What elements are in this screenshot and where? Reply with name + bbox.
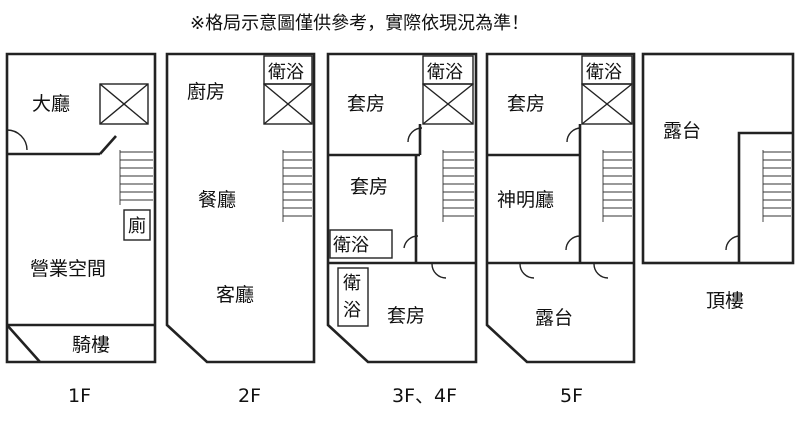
staircase: [602, 150, 632, 222]
door-swing: [431, 263, 447, 279]
room-label-suite-bottom: 套房: [387, 305, 425, 327]
wall: [737, 131, 793, 263]
room-label-living: 大廳: [32, 93, 70, 115]
floor-label-3f-4f: 3F、4F: [392, 385, 457, 407]
room-label-toilet: 廁: [128, 215, 146, 237]
staircase: [762, 150, 791, 222]
shaft-cross: [263, 83, 313, 125]
floor-3f-4f-outline: [326, 52, 478, 364]
room-label-suite-mid: 套房: [350, 176, 388, 198]
shaft-box: [263, 83, 313, 125]
floor-1f-plan: 大廳 廁 營業空間 騎樓 1F: [5, 52, 157, 407]
door-swing: [99, 135, 117, 155]
bath-box: [337, 267, 369, 327]
door-swing: [519, 263, 535, 279]
room-label-bath-mid: 衛浴: [333, 235, 369, 256]
floor-label-roof: 頂樓: [706, 290, 744, 312]
staircase: [442, 150, 474, 222]
room-label-bath-low-2: 浴: [343, 300, 361, 321]
shaft-cross: [422, 83, 474, 125]
door-swing: [593, 263, 609, 279]
floor-2f-outline: [165, 52, 316, 364]
toilet-box: [123, 209, 151, 241]
room-label-bath: 衛浴: [586, 62, 622, 83]
floor-roof-outline: [641, 52, 795, 265]
room-label-suite-top: 套房: [347, 93, 385, 115]
floor-label-2f: 2F: [238, 385, 261, 407]
door-swing: [565, 235, 581, 251]
floor-roof-plan: 露台 頂樓: [641, 52, 795, 312]
room-label-arcade: 騎樓: [72, 334, 110, 356]
floor-5f-plan: 套房 衛浴 神明廳 露台 5F: [485, 52, 636, 407]
room-label-bath-top: 衛浴: [427, 62, 463, 83]
floor-1f-outline: [5, 52, 157, 364]
room-label-business: 營業空間: [30, 258, 106, 280]
floor-3f-4f-plan: 套房 衛浴 套房 衛浴 衛 浴 套房 3F、4F: [326, 52, 478, 407]
shaft-cross: [581, 83, 633, 125]
door-swing: [566, 127, 582, 143]
floor-2f-plan: 廚房 衛浴 餐廳 客廳 2F: [165, 52, 316, 407]
room-label-terrace: 露台: [535, 307, 573, 329]
bath-box: [329, 229, 393, 259]
staircase: [119, 150, 153, 205]
shaft-box: [422, 83, 474, 125]
floor-label-5f: 5F: [560, 385, 583, 407]
floor-label-1f: 1F: [68, 385, 91, 407]
shaft-box: [99, 83, 149, 125]
room-label-dining: 餐廳: [198, 189, 236, 211]
room-label-bath-low: 衛: [343, 273, 361, 294]
door-swing: [725, 235, 741, 251]
staircase: [282, 150, 312, 222]
room-label-kitchen: 廚房: [187, 80, 225, 103]
room-label-living: 客廳: [216, 284, 254, 306]
shaft-cross: [99, 83, 149, 125]
room-label-shrine: 神明廳: [497, 189, 554, 211]
room-label-bath: 衛浴: [268, 62, 304, 83]
disclaimer-note: ※格局示意圖僅供參考，實際依現況為準！: [190, 13, 529, 34]
door-swing: [407, 127, 423, 143]
door-swing: [6, 129, 28, 151]
door-swing: [403, 235, 419, 249]
shaft-box: [581, 83, 633, 125]
room-label-terrace: 露台: [663, 120, 701, 142]
floor-5f-outline: [485, 52, 636, 364]
room-label-suite: 套房: [507, 93, 545, 115]
wall: [6, 324, 41, 363]
